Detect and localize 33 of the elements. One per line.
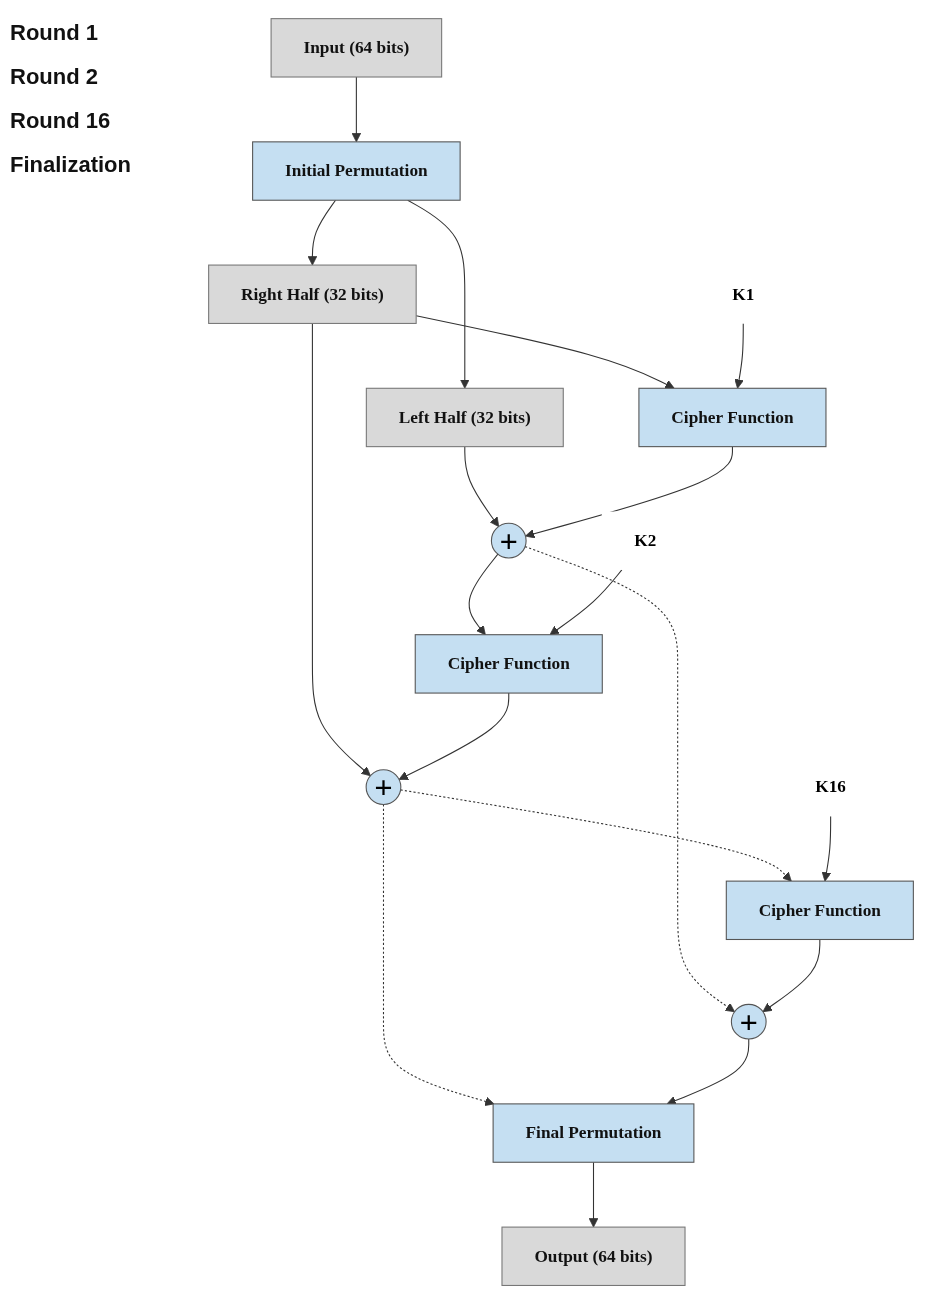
node-text: K1	[732, 284, 755, 303]
node-circle: +	[490, 522, 527, 559]
round-label: Round 2	[10, 64, 99, 90]
round-label: Round 1	[10, 20, 99, 46]
arrow	[468, 553, 499, 636]
arrow	[398, 692, 510, 780]
arrow	[311, 322, 371, 777]
round-label: Finalization	[10, 152, 132, 178]
arrow	[307, 199, 337, 266]
node-box: Cipher Function	[414, 634, 603, 694]
arrow	[382, 803, 495, 1107]
arrow	[762, 938, 821, 1013]
node-circle: +	[365, 769, 402, 805]
node-box: Input (64 bits)	[270, 18, 443, 78]
node-box: Initial Permutation	[252, 141, 461, 201]
arrow	[464, 446, 500, 527]
round-label: Round 16	[10, 108, 112, 134]
arrow	[407, 199, 470, 389]
arrow	[821, 815, 832, 882]
arrow	[525, 446, 733, 539]
node-box: Right Half (32 bits)	[208, 264, 417, 324]
node-box: Output (64 bits)	[501, 1226, 686, 1286]
arrow	[734, 322, 744, 389]
node-box: Cipher Function	[725, 880, 914, 941]
arrow	[351, 76, 362, 143]
arrow	[588, 1161, 599, 1228]
node-text: K16	[815, 777, 847, 796]
node-box: Cipher Function	[638, 387, 827, 448]
node-box: Final Permutation	[492, 1103, 695, 1163]
node-box: Left Half (32 bits)	[365, 387, 564, 448]
arrow	[549, 569, 623, 636]
node-circle: +	[730, 1003, 767, 1040]
node-text: K2	[634, 530, 657, 550]
